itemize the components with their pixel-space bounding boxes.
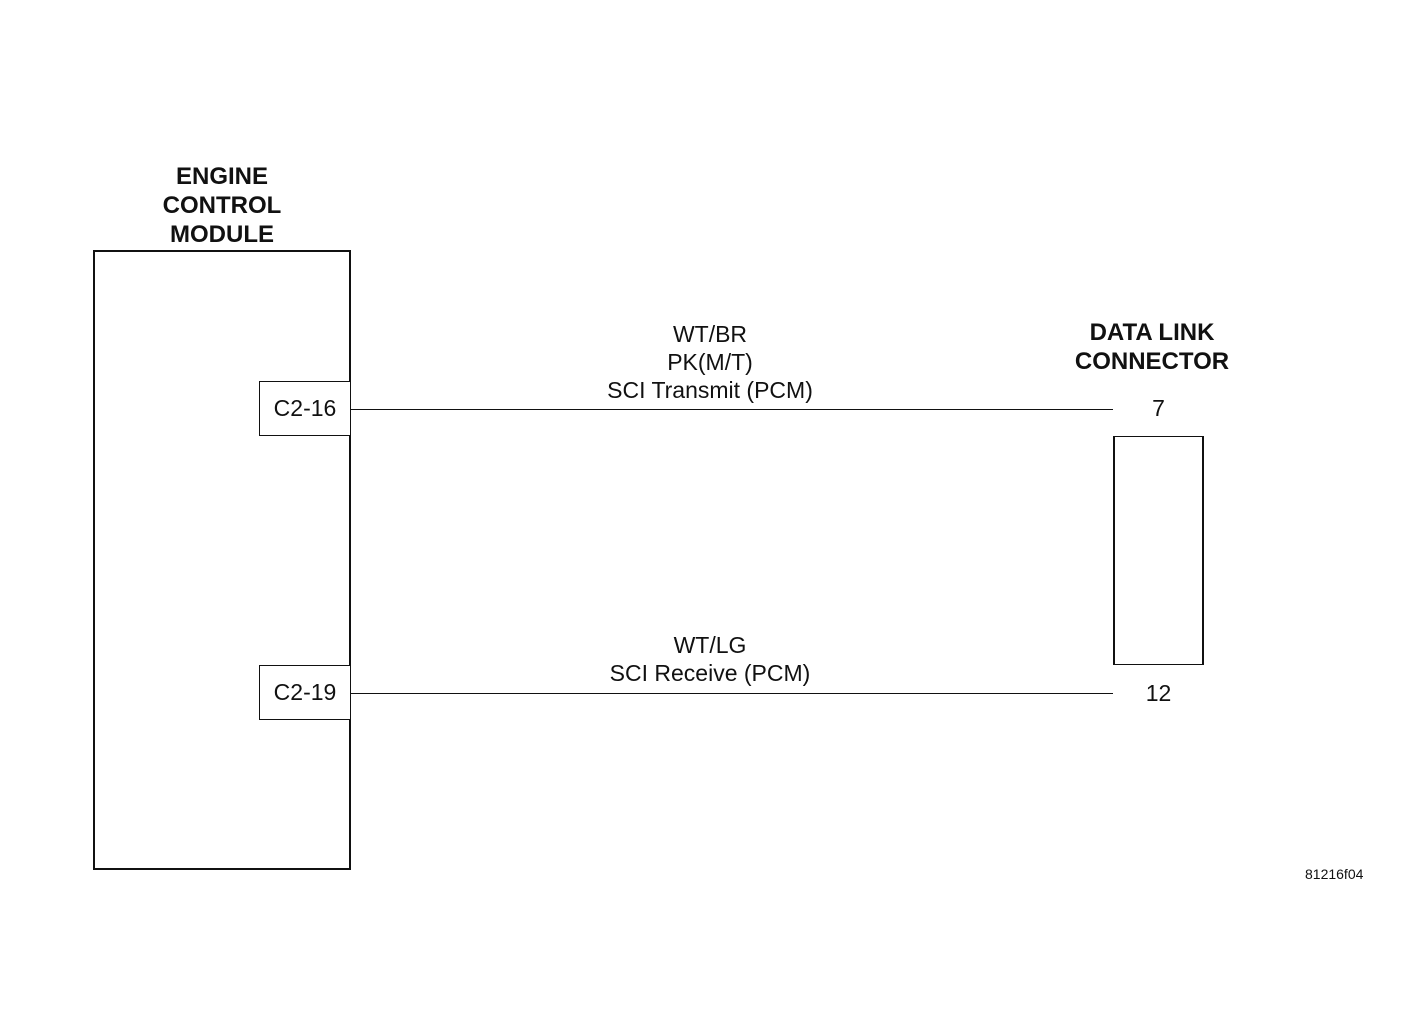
circuit-receive-wire <box>351 693 1113 694</box>
dlc-pin-12: 12 <box>1113 664 1204 721</box>
ecm-title-line-1: ENGINE <box>175 163 268 190</box>
circuit-transmit-color-2: PK(M/T) <box>667 349 753 375</box>
dlc-title: DATA LINK CONNECTOR <box>1052 318 1252 376</box>
dlc-pin-7: 7 <box>1113 381 1204 437</box>
circuit-transmit-wire <box>351 409 1113 410</box>
ecm-title-line-2: CONTROL <box>162 192 282 219</box>
ecm-pin-c2-19-label: C2-19 <box>273 679 337 705</box>
circuit-transmit-function: SCI Transmit (PCM) <box>607 377 813 403</box>
dlc-pin-7-label: 7 <box>1152 395 1165 421</box>
figure-id: 81216f04 <box>1305 866 1364 882</box>
dlc-title-line-2: CONNECTOR <box>1074 348 1230 375</box>
circuit-receive-function: SCI Receive (PCM) <box>609 660 811 686</box>
ecm-title-line-3: MODULE <box>170 221 274 248</box>
ecm-title: ENGINE CONTROL MODULE <box>122 162 322 249</box>
ecm-pin-c2-16-label: C2-16 <box>273 395 337 421</box>
circuit-transmit-label: WT/BR PK(M/T) SCI Transmit (PCM) <box>560 320 860 404</box>
ecm-pin-c2-19: C2-19 <box>259 665 351 720</box>
dlc-title-line-1: DATA LINK <box>1089 319 1215 346</box>
circuit-transmit-color-1: WT/BR <box>672 321 748 347</box>
ecm-pin-c2-16: C2-16 <box>259 381 351 436</box>
circuit-receive-label: WT/LG SCI Receive (PCM) <box>560 631 860 687</box>
circuit-receive-color: WT/LG <box>673 632 747 658</box>
ecm-box <box>93 250 351 870</box>
dlc-pin-12-label: 12 <box>1145 679 1172 706</box>
